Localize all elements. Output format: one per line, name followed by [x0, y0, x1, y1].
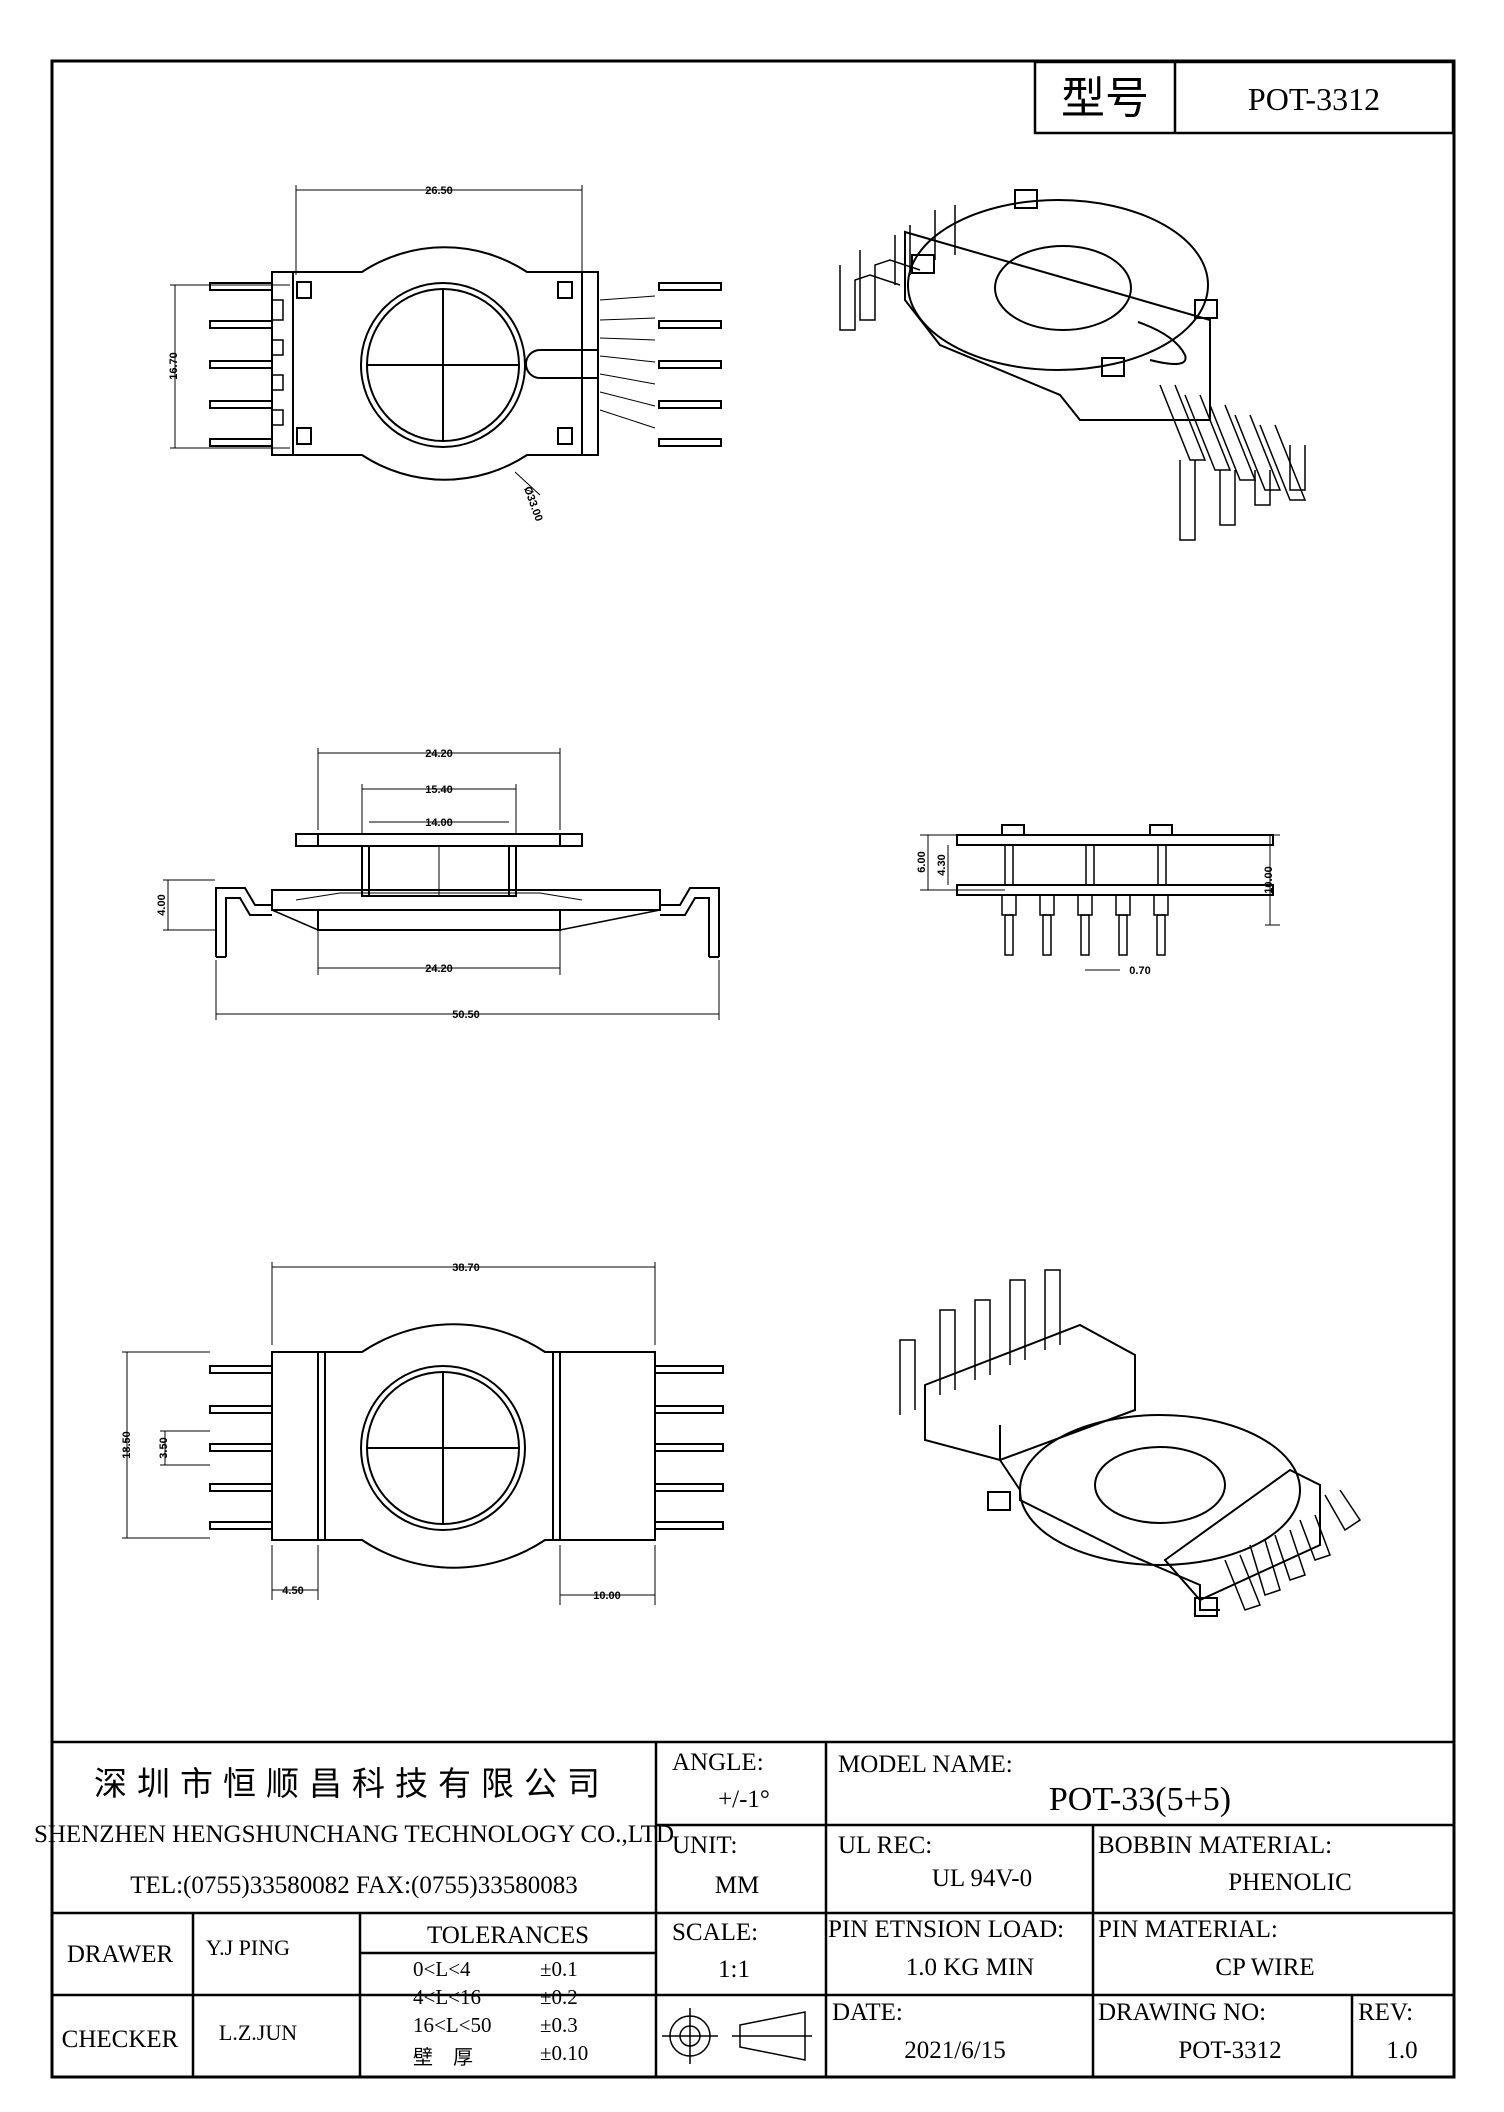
angle-label: ANGLE: — [672, 1749, 764, 1776]
date-value: 2021/6/15 — [904, 2037, 1005, 2064]
tolerance-row: ±0.3 — [540, 2013, 578, 2038]
side-dim-a: 6.00 — [916, 851, 928, 872]
sheet-border — [50, 59, 1456, 2079]
tolerance-row: 壁 厚 — [413, 2041, 473, 2070]
ul-value: UL 94V-0 — [932, 1865, 1032, 1892]
scale-value: 1:1 — [718, 1956, 750, 1983]
company-contact: TEL:(0755)33580082 FAX:(0755)33580083 — [130, 1872, 577, 1899]
date-label: DATE: — [832, 1999, 903, 2026]
tolerance-row: 16<L<50 — [413, 2013, 492, 2038]
bobbin-label: BOBBIN MATERIAL: — [1098, 1832, 1332, 1859]
front-mid-dim: 15.40 — [425, 784, 453, 796]
model-box: 型号 POT-3312 — [1033, 60, 1455, 135]
company-cn: 深圳市恒顺昌科技有限公司 — [94, 1764, 610, 1803]
bottom-right-dim: 10.00 — [593, 1590, 621, 1602]
rev-value: 1.0 — [1386, 2037, 1417, 2064]
tolerance-value: ±0.2 — [540, 1985, 578, 2009]
tolerance-table: 0<L<4 ±0.1 4<L<16 ±0.2 16<L<50 ±0.3 壁 厚 … — [365, 1955, 655, 2075]
bottom-isometric-view — [899, 1269, 1362, 1617]
bottom-pitch-dim: 3.50 — [158, 1437, 170, 1458]
checker-value: L.Z.JUN — [219, 2020, 297, 2045]
side-dim-b: 4.30 — [936, 854, 948, 875]
front-view: 24.20 15.40 14.00 4.00 24.20 50.50 — [156, 748, 720, 1021]
tolerances-label: TOLERANCES — [427, 1922, 589, 1949]
top-isometric-view — [839, 189, 1307, 541]
bobbin-value: PHENOLIC — [1228, 1869, 1352, 1896]
drawing-no-label: DRAWING NO: — [1098, 1999, 1266, 2026]
tolerance-value: ±0.3 — [540, 2013, 578, 2037]
side-pin-dim: 0.70 — [1129, 965, 1150, 977]
tolerance-row: ±0.2 — [540, 1985, 578, 2010]
unit-label: UNIT: — [672, 1832, 737, 1859]
ul-label: UL REC: — [838, 1832, 932, 1859]
drawer-label: DRAWER — [67, 1941, 174, 1968]
front-top-dim: 24.20 — [425, 748, 453, 760]
tolerance-row: 4<L<16 — [413, 1985, 481, 2010]
unit-value: MM — [715, 1872, 759, 1899]
front-total-dim: 50.50 — [452, 1009, 480, 1021]
model-name-value: POT-33(5+5) — [1049, 1781, 1231, 1818]
angle-value: +/-1° — [718, 1786, 770, 1813]
tolerance-range: 16<L<50 — [413, 2013, 492, 2037]
bottom-height-dim: 18.50 — [121, 1431, 133, 1459]
scale-label: SCALE: — [672, 1919, 758, 1946]
top-diameter-dim: Ø33.00 — [521, 485, 545, 523]
tolerance-range: 4<L<16 — [413, 1985, 482, 2009]
bottom-left-dim: 4.50 — [282, 1585, 303, 1597]
checker-label: CHECKER — [62, 2026, 179, 2053]
pin-material-value: CP WIRE — [1215, 1954, 1314, 1981]
model-box-value: POT-3312 — [1248, 81, 1380, 117]
model-box-label: 型号 — [1061, 73, 1149, 124]
drawer-value: Y.J PING — [206, 1935, 290, 1960]
tolerance-range: 0<L<4 — [413, 1957, 471, 1981]
company-en: SHENZHEN HENGSHUNCHANG TECHNOLOGY CO.,LT… — [34, 1821, 674, 1848]
tolerance-value: ±0.1 — [540, 1957, 578, 1981]
title-block — [52, 1740, 1454, 2077]
tolerance-row: ±0.1 — [540, 1957, 578, 1982]
bottom-width-dim: 38.70 — [452, 1262, 480, 1274]
pin-load-label: PIN ETNSION LOAD: — [828, 1916, 1064, 1943]
front-inner-dim: 14.00 — [425, 817, 453, 829]
pin-load-value: 1.0 KG MIN — [906, 1954, 1034, 1981]
tolerance-row: 0<L<4 — [413, 1957, 471, 1982]
pin-material-label: PIN MATERIAL: — [1098, 1916, 1278, 1943]
top-width-dim: 26.50 — [425, 185, 453, 197]
front-bottom-dim: 24.20 — [425, 963, 453, 975]
top-height-dim: 16.70 — [168, 352, 180, 380]
bottom-view: 38.70 18.50 3.50 4.50 10.00 — [121, 1262, 724, 1605]
tolerance-value: ±0.10 — [540, 2041, 589, 2065]
side-view: 6.00 4.30 10.00 0.70 — [916, 824, 1280, 977]
front-left-dim: 4.00 — [156, 894, 168, 915]
model-name-label: MODEL NAME: — [838, 1751, 1013, 1778]
tolerance-range: 壁 厚 — [413, 2045, 473, 2069]
drawing-no-value: POT-3312 — [1178, 2037, 1281, 2064]
tolerance-row: ±0.10 — [540, 2041, 588, 2066]
rev-label: REV: — [1358, 1999, 1413, 2026]
top-view: 26.50 16.70 Ø33.00 — [168, 185, 722, 523]
